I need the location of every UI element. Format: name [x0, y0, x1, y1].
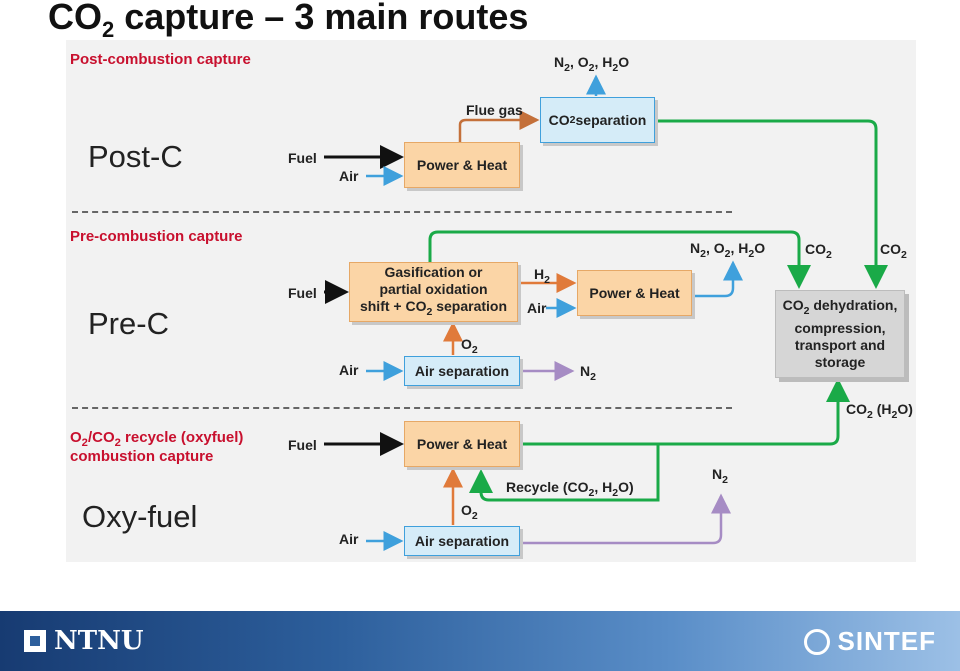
route-label-post-c: Post-C: [88, 139, 183, 174]
ntnu-logo: NTNU: [24, 626, 144, 656]
pre-co2-label: CO2: [805, 241, 832, 261]
pre-air-separation-box: Air separation: [404, 356, 520, 386]
separator-2: [72, 407, 732, 409]
oxy-n2-arrow: [520, 493, 731, 545]
pre-co2-arrow: [428, 230, 811, 289]
heading-pre-combustion: Pre-combustion capture: [70, 228, 243, 245]
sintef-logo-mark: [803, 628, 830, 655]
heading-oxyfuel: O2/CO2 recycle (oxyfuel): [70, 429, 244, 450]
post-power-heat-box: Power & Heat: [404, 142, 520, 188]
oxy-power-heat-box: Power & Heat: [404, 421, 520, 467]
oxy-air-label: Air: [339, 531, 359, 547]
post-co2-arrow: [655, 119, 888, 289]
slide-title: CO2 capture – 3 main routes: [48, 0, 529, 43]
pre-power-heat-box: Power & Heat: [577, 270, 692, 316]
pre-air-label: Air: [339, 362, 359, 378]
oxy-co2-arrow: [521, 378, 850, 446]
flue-gas-label: Flue gas: [466, 102, 523, 118]
oxy-air-separation-box: Air separation: [404, 526, 520, 556]
pre-o2-label: O2: [461, 336, 478, 356]
oxy-o2-label: O2: [461, 502, 478, 522]
post-vent-label: N2, O2, H2O: [554, 54, 630, 74]
pre-vent-arrow: [694, 260, 743, 298]
flue-gas-arrow: [458, 110, 540, 142]
pre-air2-label: Air: [527, 300, 547, 316]
heading-post-combustion: Post-combustion capture: [70, 51, 251, 68]
ntnu-logo-mark: [24, 630, 46, 652]
sintef-logo: SINTEF: [803, 626, 936, 657]
route-label-pre-c: Pre-C: [88, 306, 169, 341]
post-air-label: Air: [339, 168, 359, 184]
oxy-n2-label: N2: [712, 466, 728, 486]
post-fuel-label: Fuel: [288, 150, 317, 166]
pre-n2-label: N2: [580, 363, 596, 383]
oxy-co2-label: CO2 (H2O): [846, 401, 913, 421]
post-co2-label: CO2: [880, 241, 907, 261]
oxy-fuel-label: Fuel: [288, 437, 317, 453]
pre-fuel-label: Fuel: [288, 285, 317, 301]
heading-oxyfuel-line2: combustion capture: [70, 448, 214, 465]
co2-dehydration-box: CO2 dehydration, compression, transport …: [775, 290, 905, 378]
gasification-box: Gasification or partial oxidation shift …: [349, 262, 518, 322]
pre-h2-label: H2: [534, 266, 550, 286]
separator-1: [72, 211, 732, 213]
recycle-arrow: [469, 444, 660, 502]
pre-vent-label: N2, O2, H2O: [690, 240, 766, 260]
recycle-label: Recycle (CO2, H2O): [506, 479, 634, 499]
footer-bar: [0, 611, 960, 671]
route-label-oxy-fuel: Oxy-fuel: [82, 499, 198, 534]
